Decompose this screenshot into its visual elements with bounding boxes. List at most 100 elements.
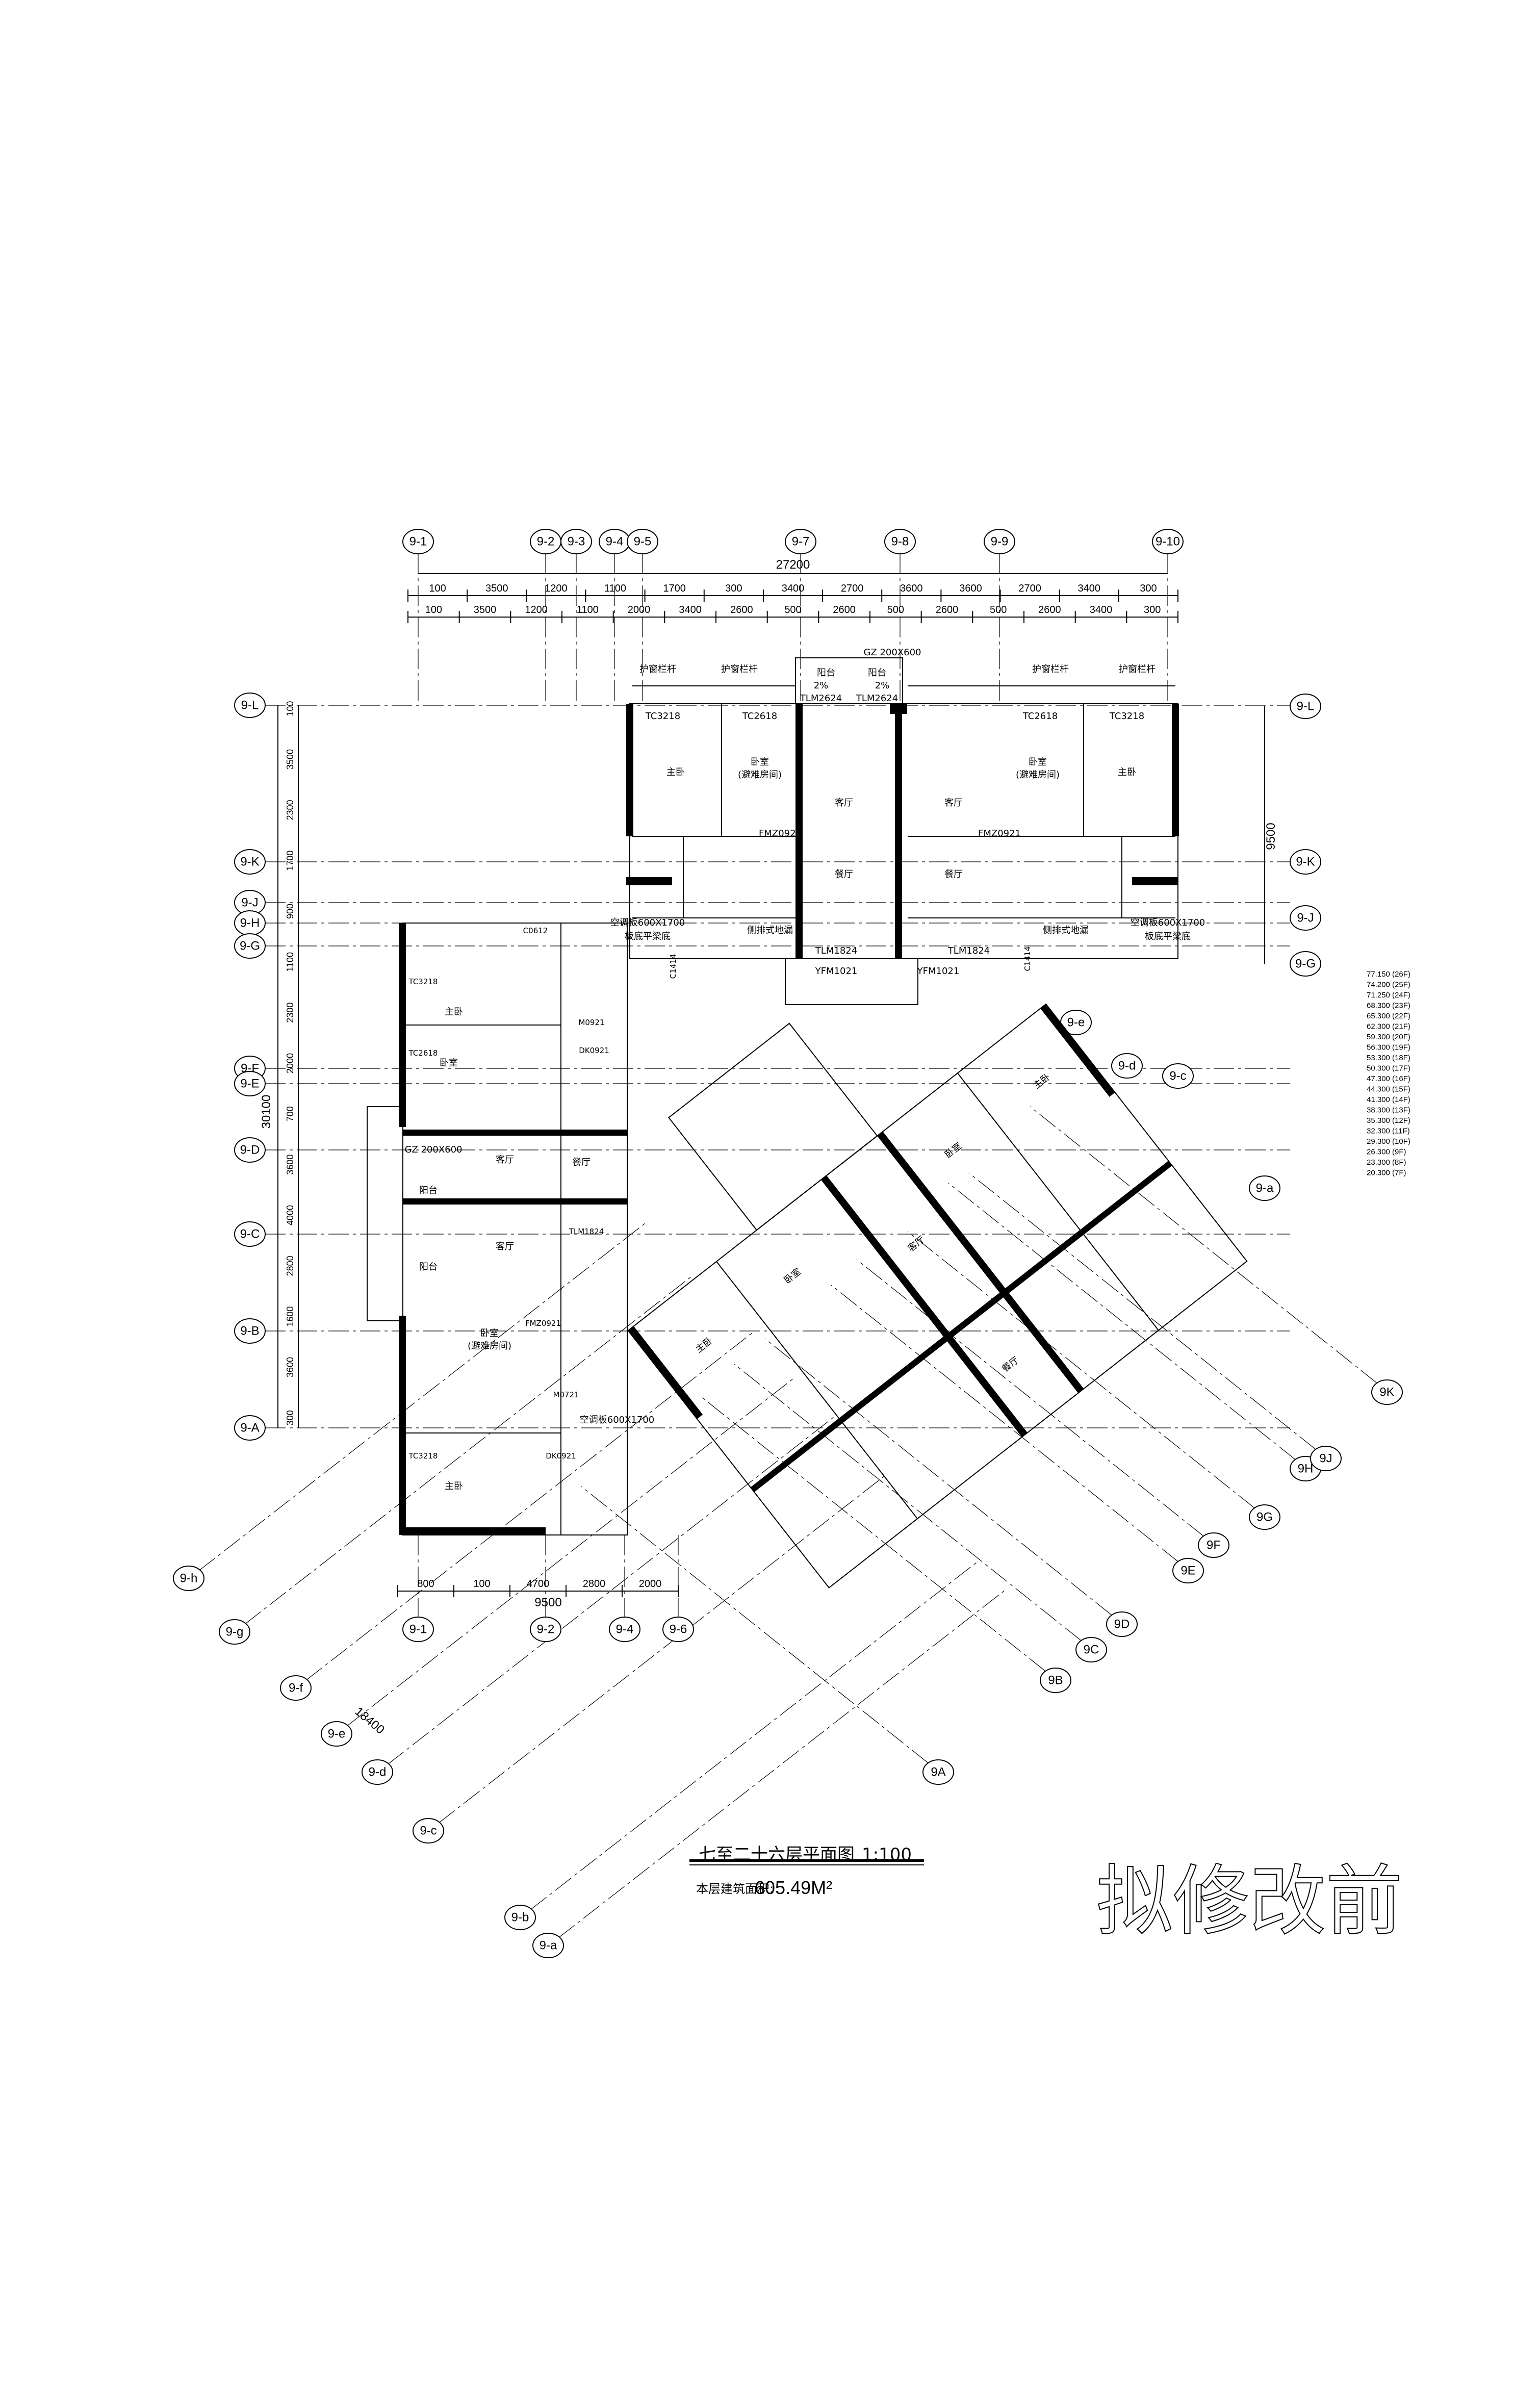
room-dining-left: 餐厅	[835, 869, 853, 880]
axis-label: 9-4	[606, 535, 624, 549]
window-tag: TC2618	[1022, 711, 1058, 722]
axis-label: 9-b	[511, 1911, 529, 1925]
axis-label: 9-10	[1156, 535, 1180, 549]
elevation-item: 56.300 (19F)	[1367, 1043, 1410, 1052]
axis-bottom-9-4: 9-4	[609, 1617, 640, 1642]
axis-label: 9-G	[240, 939, 260, 953]
label-rail: 护窗栏杆	[721, 664, 758, 675]
door-window-tag: TLM1824	[569, 1227, 604, 1236]
door-tag: FMZ0921	[759, 828, 802, 839]
axis-label: 9-c	[420, 1824, 437, 1838]
axis-left-9-K: 9-K	[234, 849, 266, 875]
axis-label: 9-3	[568, 535, 585, 549]
axis-right-9-G: 9-G	[1290, 951, 1321, 977]
axis-left-9-C: 9-C	[234, 1221, 266, 1247]
dimension-value: 300	[1140, 583, 1157, 594]
axis-label: 9G	[1256, 1510, 1273, 1524]
door-tag: YFM1021	[815, 966, 858, 977]
area-label: 本层建筑面积:	[696, 1882, 774, 1896]
axis-label: 9-6	[670, 1623, 687, 1636]
dimension-value: 900	[285, 904, 295, 919]
dimension-value: 2600	[1038, 604, 1061, 616]
watermark-text: 拟修改前	[1096, 1857, 1402, 1946]
axis-label: 9-c	[1169, 1069, 1186, 1083]
elevation-item: 47.300 (16F)	[1367, 1074, 1410, 1083]
dimension-value: 800	[417, 1578, 434, 1590]
room-master-bedroom-rot-2: 主卧	[1031, 1071, 1052, 1091]
label-ac-board: 空调板600X1700	[610, 917, 685, 928]
grid-lines	[198, 554, 1377, 1938]
dimension-value: 100	[425, 604, 442, 616]
axis-diagup-9-a: 9-a	[1249, 1175, 1280, 1201]
dimension-value: 2300	[285, 800, 295, 820]
room-living-rot: 客厅	[906, 1234, 927, 1254]
axis-left-9-G: 9-G	[234, 933, 266, 959]
axis-label: 9-e	[328, 1727, 346, 1741]
axis-bottom-9-2: 9-2	[530, 1617, 561, 1642]
door-window-tag: C0612	[523, 926, 548, 935]
axis-label: 9-9	[991, 535, 1009, 549]
axis-right-9-L: 9-L	[1290, 694, 1321, 719]
axis-diag-9J: 9J	[1310, 1446, 1342, 1471]
room-bedroom-rot: 卧室	[782, 1266, 803, 1286]
room-bedroom-note-lower: (避难房间)	[468, 1341, 511, 1351]
dimension-value: 300	[725, 583, 742, 594]
axis-label: 9H	[1298, 1462, 1314, 1476]
dimension-value: 2600	[730, 604, 753, 616]
room-bedroom-rot-2: 卧室	[943, 1141, 964, 1161]
area-value: 605.49M²	[755, 1877, 832, 1898]
axis-label: 9-4	[616, 1623, 634, 1636]
dimension-total-bottom: 9500	[534, 1596, 561, 1609]
room-bedroom-left: 卧室	[751, 757, 769, 767]
label-rail: 护窗栏杆	[639, 664, 676, 675]
label-slope: 2%	[875, 680, 890, 691]
axis-label: 9-h	[180, 1572, 198, 1585]
axis-top-9-5: 9-5	[627, 529, 658, 554]
room-living-left: 客厅	[835, 798, 853, 808]
room-master-bedroom-left: 主卧	[666, 767, 685, 778]
axis-label: 9-g	[226, 1625, 244, 1639]
label-ac-note: 板底平梁底	[1145, 931, 1191, 942]
room-bedroom-note-right: (避难房间)	[1016, 770, 1060, 780]
axis-diag-9B: 9B	[1040, 1668, 1071, 1693]
axis-diag-9-b: 9-b	[504, 1905, 536, 1930]
door-window-tags: C0612M0921DK0921FMZ0921M0721DK0921TC3218…	[408, 926, 609, 1461]
dimension-value: 2600	[833, 604, 856, 616]
axis-left-9-E: 9-E	[234, 1071, 266, 1096]
axis-label: 9-L	[241, 699, 259, 712]
window-tag-c1414: C1414	[1023, 946, 1032, 971]
elevation-item: 38.300 (13F)	[1367, 1106, 1410, 1115]
axis-left-9-A: 9-A	[234, 1415, 266, 1441]
axis-top-9-1: 9-1	[402, 529, 434, 554]
label-balcony: 阳台	[868, 668, 886, 678]
axis-label: 9-1	[409, 1623, 427, 1636]
dimension-value: 2800	[583, 1578, 606, 1590]
room-master-bedroom-right: 主卧	[1118, 767, 1136, 778]
axis-diag-9H: 9H	[1290, 1456, 1321, 1481]
axis-label: 9-a	[1256, 1182, 1274, 1195]
label-column: GZ 200X600	[404, 1144, 462, 1155]
label-balcony: 阳台	[817, 668, 835, 678]
dimension-value: 700	[285, 1106, 295, 1121]
elevation-item: 20.300 (7F)	[1367, 1169, 1406, 1177]
elevation-item: 62.300 (21F)	[1367, 1022, 1410, 1031]
elevation-item: 65.300 (22F)	[1367, 1012, 1410, 1020]
axis-label: 9C	[1084, 1643, 1099, 1657]
dimension-value: 3600	[285, 1357, 295, 1377]
axis-diagup-9-d: 9-d	[1111, 1053, 1143, 1079]
dimension-value: 4000	[285, 1205, 295, 1225]
dimension-value: 2700	[1018, 583, 1041, 594]
axis-diag-9-h: 9-h	[173, 1566, 204, 1591]
axis-diag-9-c: 9-c	[413, 1818, 444, 1843]
elevation-item: 53.300 (18F)	[1367, 1054, 1410, 1062]
axis-left-9-L: 9-L	[234, 693, 266, 718]
axis-label: 9-E	[240, 1077, 259, 1091]
axis-label: 9J	[1319, 1452, 1332, 1466]
axis-label: 9-2	[537, 1623, 555, 1636]
axis-label: 9-G	[1295, 957, 1316, 971]
